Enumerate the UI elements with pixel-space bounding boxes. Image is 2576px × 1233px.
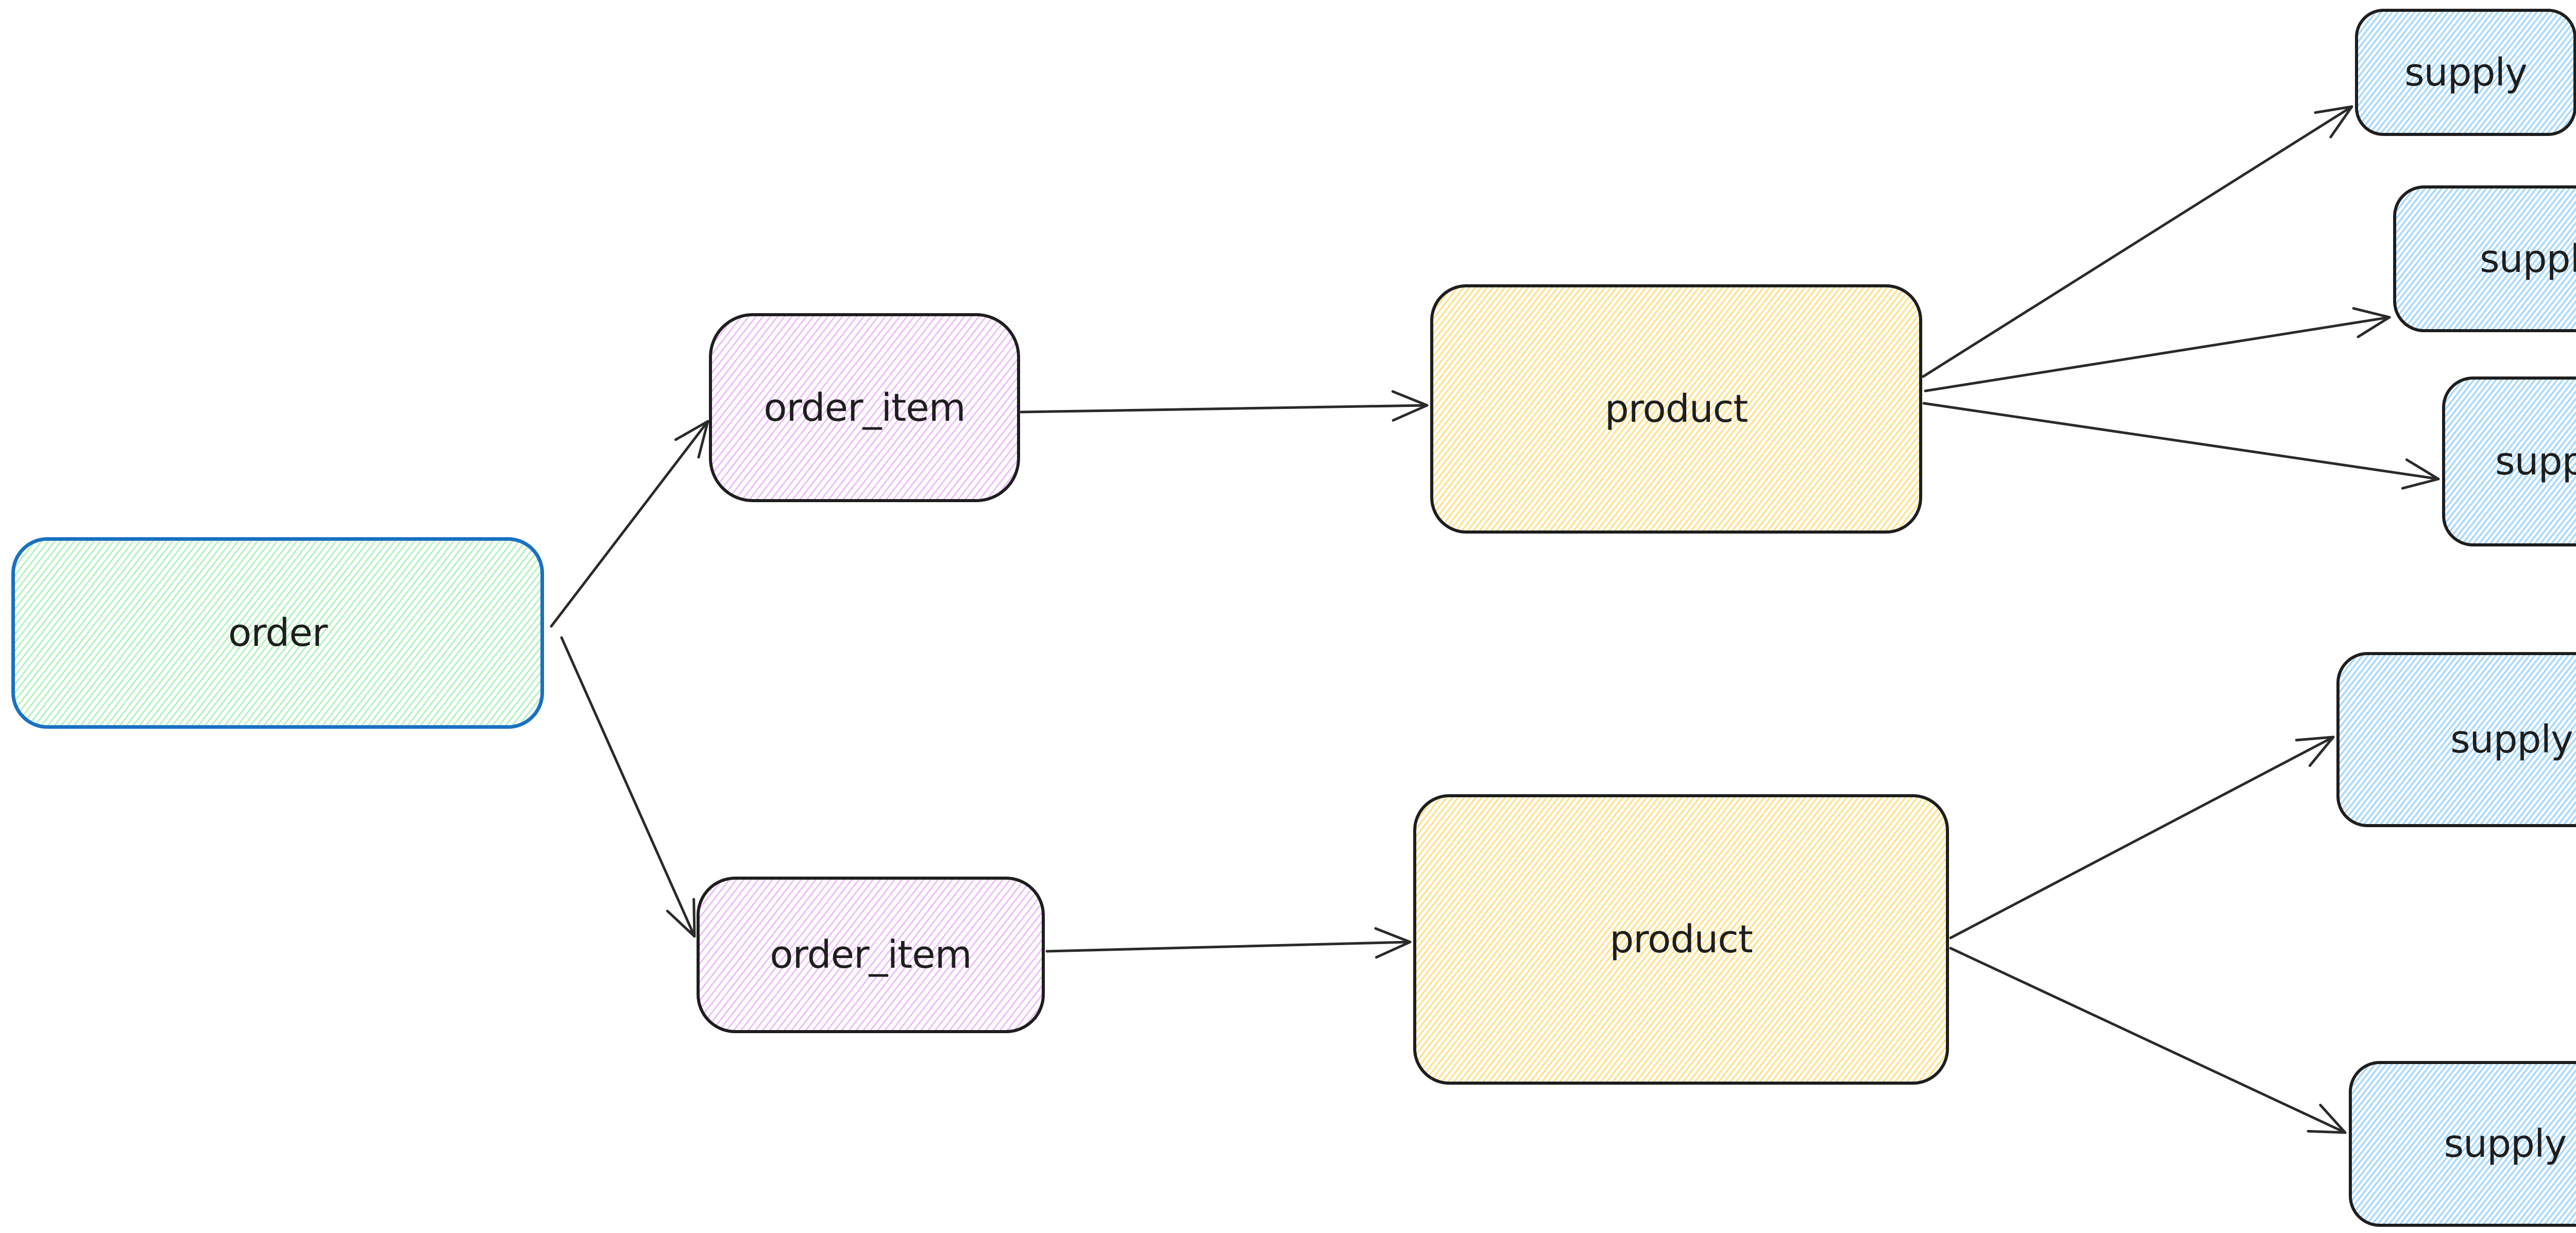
arrowhead-order_item_1-to-product_1 xyxy=(1391,390,1429,422)
node-order-item-bottom: order_item xyxy=(697,877,1045,1033)
arrow-order-to-order_item_2 xyxy=(560,636,696,938)
arrowhead-product_1-to-supply_3 xyxy=(2401,458,2440,490)
node-order-label: order xyxy=(228,611,328,655)
node-order-item-top-label: order_item xyxy=(764,385,966,430)
arrowhead-order-to-order_item_2 xyxy=(666,898,696,938)
arrowhead-product_2-to-supply_4 xyxy=(2295,735,2335,767)
arrowhead-order_item_2-to-product_2 xyxy=(1374,927,1412,959)
node-order-item-top: order_item xyxy=(709,313,1020,502)
node-order: order xyxy=(11,537,544,729)
node-supply-1: supply xyxy=(2355,9,2576,136)
node-supply-1-label: supply xyxy=(2404,50,2528,95)
arrowhead-product_1-to-supply_1 xyxy=(2314,105,2353,139)
node-product-bottom: product xyxy=(1413,794,1949,1085)
arrow-product_1-to-supply_2 xyxy=(1924,316,2391,392)
node-supply-5: supply xyxy=(2349,1061,2576,1227)
arrow-product_1-to-supply_1 xyxy=(1922,105,2353,378)
arrowhead-product_1-to-supply_2 xyxy=(2352,307,2391,338)
node-supply-4: supply xyxy=(2336,652,2576,827)
node-order-item-bottom-label: order_item xyxy=(770,933,972,977)
arrowhead-product_2-to-supply_5 xyxy=(2307,1104,2347,1134)
node-supply-3-label: supply xyxy=(2495,439,2576,484)
arrow-order-to-order_item_1 xyxy=(550,420,709,628)
arrow-product_2-to-supply_5 xyxy=(1949,947,2347,1134)
node-supply-5-label: supply xyxy=(2444,1122,2567,1166)
arrow-order_item_1-to-product_1 xyxy=(1020,404,1429,414)
node-product-bottom-label: product xyxy=(1609,917,1753,962)
arrowhead-order-to-order_item_1 xyxy=(674,420,709,459)
node-supply-2: supply xyxy=(2393,185,2576,332)
node-supply-4-label: supply xyxy=(2450,717,2573,762)
node-supply-2-label: supply xyxy=(2480,236,2576,281)
arrow-product_1-to-supply_3 xyxy=(1922,402,2440,481)
node-supply-3: supply xyxy=(2442,376,2576,546)
arrow-order_item_2-to-product_2 xyxy=(1045,940,1412,953)
arrow-product_2-to-supply_4 xyxy=(1949,735,2335,939)
node-product-top: product xyxy=(1430,284,1922,534)
node-product-top-label: product xyxy=(1604,387,1749,431)
